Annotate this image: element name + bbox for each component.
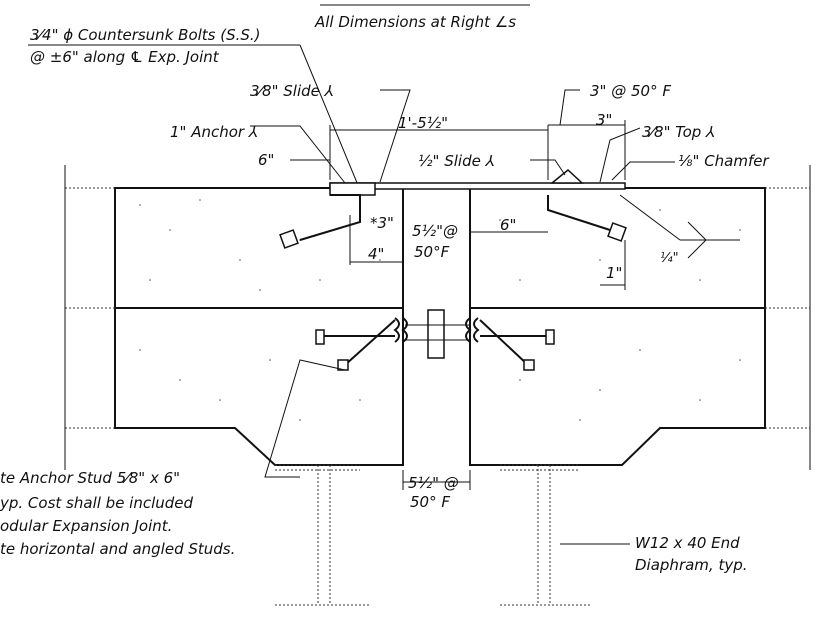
gap-top-label-2: 50°F [414, 243, 450, 261]
dim-6-right-label: 6" [500, 216, 516, 234]
weld-symbol [619, 194, 740, 259]
anchor-plate-label: 1" Anchor ⅄ [170, 123, 258, 141]
dim-6-left-label: 6" [258, 151, 274, 169]
left-deck [114, 187, 404, 466]
anchor-studs [315, 319, 555, 371]
right-top-anchor [547, 195, 627, 242]
beam-label-2: Diaphram, typ. [635, 556, 748, 574]
stud-label-1: te Anchor Stud 5⁄8" x 6" [0, 469, 180, 487]
concrete-texture [139, 199, 741, 421]
bolts-leader [299, 44, 361, 191]
w12-beams [275, 464, 590, 606]
gap-top-label-1: 5½"@ [412, 222, 458, 240]
beam-label-1: W12 x 40 End [635, 534, 740, 552]
overall-width-label: 1'-5½" [398, 114, 448, 132]
gap-bottom-label-1: 5½" @ [408, 474, 459, 492]
slide-plate-12-label: ½" Slide ⅄ [418, 152, 495, 170]
dim-4-label: 4" [368, 245, 384, 263]
stud-label-4: te horizontal and angled Studs. [0, 540, 235, 558]
left-top-anchor [279, 194, 361, 249]
dim-3-label: 3" [596, 111, 612, 129]
gap-bottom-label-2: 50° F [410, 493, 450, 511]
modular-joint [393, 309, 480, 359]
chamfer-label: ⅛" Chamfer [678, 152, 769, 170]
star-3-label: *3" [370, 214, 394, 232]
stud-label-2: yp. Cost shall be included [0, 494, 194, 512]
side-extensions [64, 165, 811, 470]
weld-quarter-label: ¼" [660, 251, 679, 266]
width-at-50-label: 3" @ 50° F [590, 82, 671, 100]
stud-label-3: odular Expansion Joint. [0, 517, 172, 535]
dimension-lines [290, 120, 626, 490]
slide-plates [329, 169, 626, 196]
dim-1-label: 1" [606, 264, 622, 282]
bolts-label-1: 3⁄4" ϕ Countersunk Bolts (S.S.) [30, 26, 261, 44]
leader-lines [250, 89, 675, 545]
top-plate-label: 3⁄8" Top ⅄ [642, 123, 715, 141]
dimensions-note: All Dimensions at Right ∠s [314, 13, 516, 31]
slide-plate-38-label: 3⁄8" Slide ⅄ [250, 82, 334, 100]
bolts-label-2: @ ±6" along ℄ Exp. Joint [30, 48, 220, 66]
